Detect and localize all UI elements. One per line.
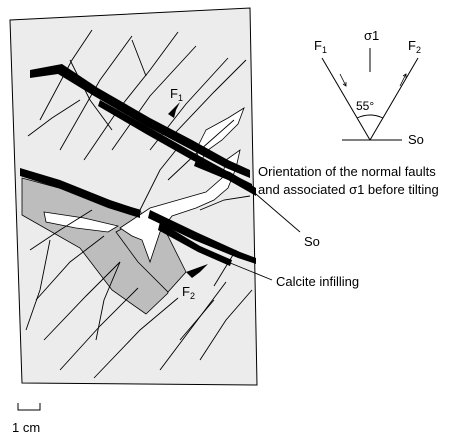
inset-caption-line2: and associated σ1 before tilting (258, 182, 439, 197)
vein-central (119, 149, 241, 264)
fault-f1-marker (168, 102, 180, 118)
inset-f1-line (321, 57, 371, 141)
so-leader-line (241, 181, 301, 233)
inset-angle-arc (356, 114, 384, 119)
inset-f2-label: F2 (408, 38, 421, 55)
fault-f2-marker (186, 264, 208, 278)
orientation-inset: σ1 F1 F2 55° So Orientation of the norma… (258, 28, 439, 197)
inset-f1-slip-arrow (339, 73, 347, 87)
fracture-network (25, 29, 253, 379)
inset-f1-label: F1 (314, 38, 327, 55)
scale-bar-line (17, 403, 41, 411)
calcite-leader-line (217, 257, 273, 281)
vein-left (43, 211, 120, 233)
inset-angle-label: 55° (356, 99, 374, 113)
so-callout-label: So (304, 234, 320, 249)
specimen-outline (9, 7, 258, 386)
inset-f2-line (369, 57, 419, 141)
bedding-layer-lower (20, 168, 256, 266)
inset-sigma-label: σ1 (364, 28, 379, 43)
inset-f2-slip-arrow (399, 73, 407, 87)
scale-bar: 1 cm (12, 403, 41, 435)
fault-f2-label: F2 (182, 284, 195, 301)
calcite-callout-label: Calcite infilling (276, 274, 359, 289)
fault-f1-label: F1 (170, 86, 183, 103)
inset-bedding-label: So (408, 132, 424, 147)
inset-caption-line1: Orientation of the normal faults (258, 164, 436, 179)
scale-bar-label: 1 cm (12, 420, 40, 435)
bedding-layer-upper (30, 64, 256, 196)
